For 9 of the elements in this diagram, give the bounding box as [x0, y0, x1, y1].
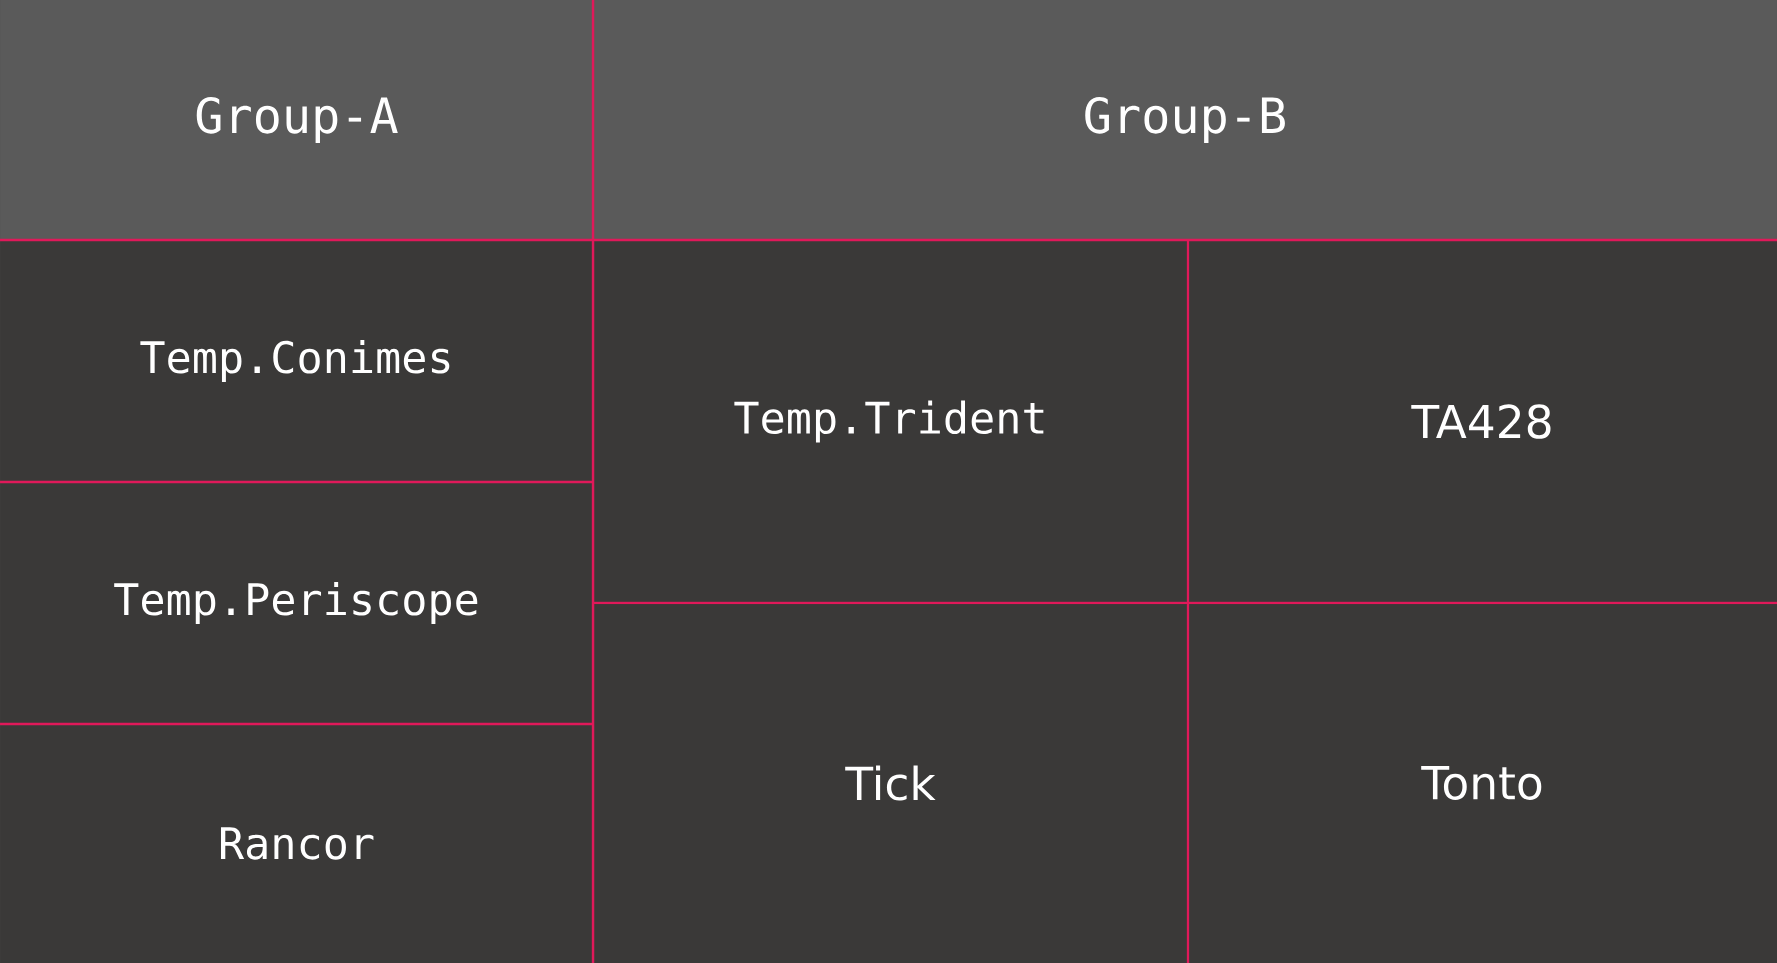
entry-label: Rancor	[221, 827, 374, 860]
header-cell: Group-A	[0, 0, 593, 240]
entry-label: Temp.Periscope	[114, 581, 478, 625]
entry-label: TA428	[1411, 404, 1551, 439]
entry-label: Tonto	[1421, 766, 1542, 800]
entry-label: Temp.Conimes	[140, 339, 450, 383]
entry-label: Tick	[845, 765, 936, 801]
entry-label: Temp.Trident	[734, 400, 1044, 443]
header-cell: Group-B	[593, 0, 1777, 240]
